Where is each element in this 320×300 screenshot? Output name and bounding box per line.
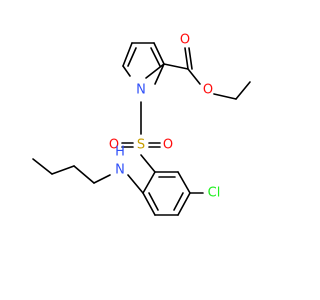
bond <box>163 63 189 70</box>
bond <box>150 47 161 67</box>
carbonyl-oxygen-label: O <box>180 33 190 48</box>
bond <box>145 63 165 79</box>
ester-oxygen-label: O <box>203 83 213 98</box>
bond <box>122 65 131 77</box>
bond <box>177 171 191 194</box>
bond <box>154 63 165 85</box>
chlorine-label: Cl <box>208 186 221 201</box>
molecule-diagram: O O N S O O H N Cl <box>32 33 251 216</box>
structure-svg: O O N S O O H N Cl <box>32 33 251 216</box>
bond <box>148 192 159 211</box>
bond <box>153 42 165 65</box>
bond <box>93 174 111 184</box>
bond <box>184 47 189 70</box>
bond <box>51 165 75 175</box>
bond <box>235 81 251 100</box>
bond <box>188 47 193 70</box>
sulfonyl-oxygen-left-label: O <box>109 138 119 153</box>
pyrrole-nitrogen-label: N <box>136 83 146 98</box>
sulfur-label: S <box>137 138 145 153</box>
bond <box>187 68 201 85</box>
bond <box>127 174 144 194</box>
bond <box>142 171 156 194</box>
bond <box>127 47 137 67</box>
amine-hydrogen-label: H <box>115 145 125 160</box>
amine-nitrogen-label: N <box>115 163 125 178</box>
bond <box>140 154 156 173</box>
bond <box>32 158 53 175</box>
bond <box>122 42 133 67</box>
bond <box>142 192 156 216</box>
bond <box>173 192 184 211</box>
bond <box>213 93 237 100</box>
sulfonyl-oxygen-right-label: O <box>163 138 173 153</box>
bond <box>73 165 95 184</box>
bond <box>177 192 191 216</box>
